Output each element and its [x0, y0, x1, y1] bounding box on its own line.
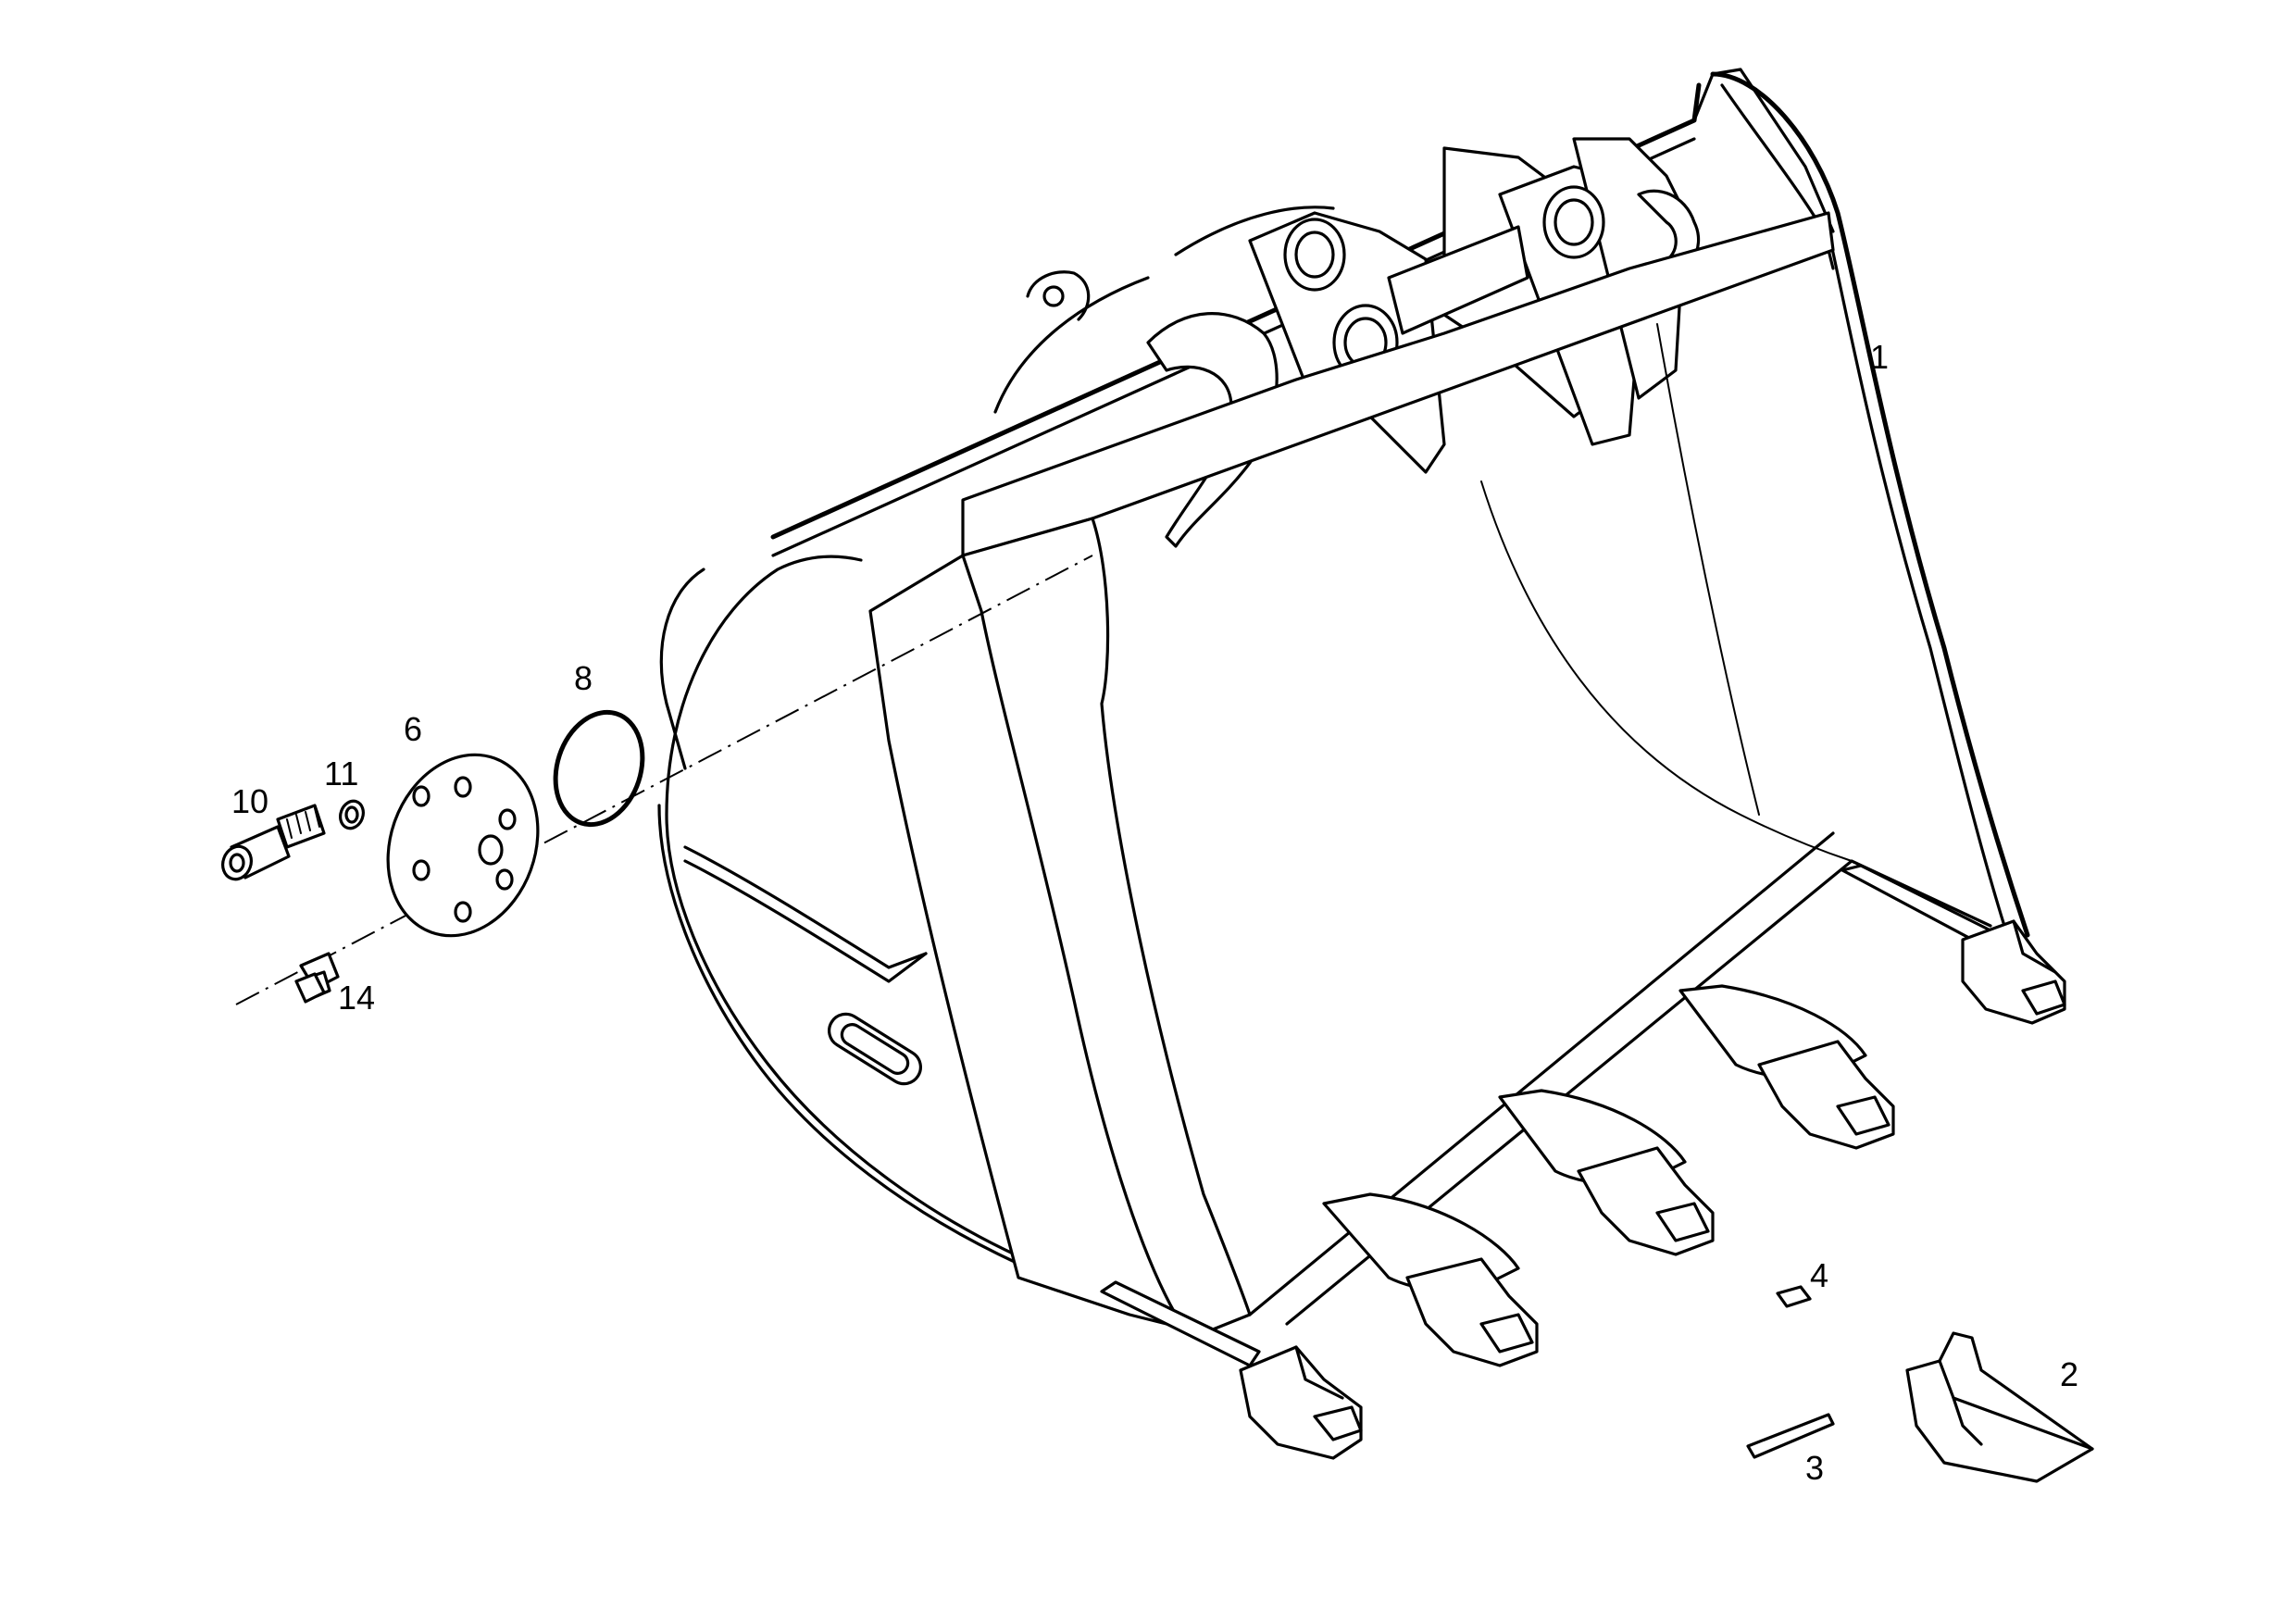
tooth-adapter-5: [1961, 919, 2066, 1025]
tooth-4: [1678, 984, 1895, 1150]
callout-6: 6: [404, 710, 422, 748]
callout-11: 11: [324, 755, 358, 792]
tooth-point: [1905, 1331, 2094, 1483]
callout-10: 10: [231, 782, 268, 820]
cap-screw: [221, 804, 326, 881]
tooth-3: [1498, 1089, 1715, 1256]
callout-1: 1: [1870, 338, 1889, 376]
o-ring: [553, 709, 645, 828]
lock-block: [1776, 1285, 1812, 1308]
assembly-axis: [235, 555, 1093, 1005]
callout-4: 4: [1810, 1256, 1828, 1294]
callout-8: 8: [574, 659, 593, 697]
callout-3: 3: [1805, 1449, 1824, 1487]
callout-2: 2: [2060, 1355, 2078, 1393]
bucket-body: [657, 68, 2030, 1367]
tooth-2: [1322, 1192, 1539, 1367]
washer: [339, 799, 365, 830]
callout-labels: 1 2 3 4 6 8 10 11 14: [231, 338, 2078, 1487]
retainer-pin: [1746, 1413, 1835, 1459]
cover-plate: [386, 753, 540, 938]
callout-14: 14: [338, 979, 375, 1017]
tooth-adapter-1: [1239, 1345, 1363, 1460]
grease-nipple: [294, 952, 340, 1004]
bucket-teeth: [1239, 919, 2066, 1460]
